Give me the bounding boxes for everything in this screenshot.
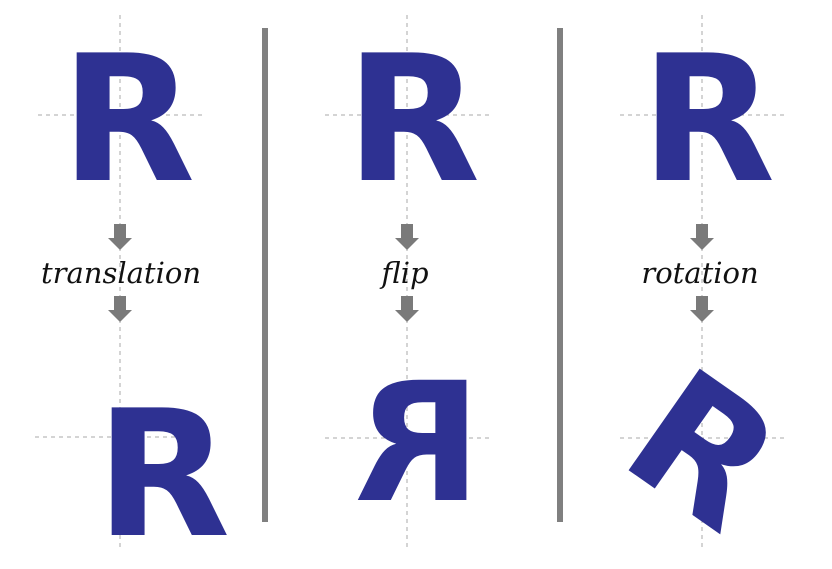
panel-rotation: R rotation R [592,15,813,569]
rotation-guides [620,15,785,548]
rotation-bottom-letter: R [592,333,813,569]
rotation-arrow-down-upper [690,224,714,250]
translation-arrow-down-lower [108,296,132,322]
rotation-label: rotation [641,256,758,290]
translation-top-letter: R [61,19,196,222]
flip-bottom-letter: R [354,347,481,539]
panel-translation: R translation R [35,15,230,569]
flip-arrow-down-upper [395,224,419,250]
rotation-top-letter: R [641,19,776,222]
flip-top-letter: R [346,19,481,222]
translation-bottom-letter: R [96,374,231,569]
translation-label: translation [41,256,201,290]
panel-flip: R flip R [325,15,490,548]
flip-guides [325,15,490,548]
translation-guides [35,15,205,548]
flip-arrow-down-lower [395,296,419,322]
flip-label: flip [379,256,428,290]
translation-arrow-down-upper [108,224,132,250]
rotation-arrow-down-lower [690,296,714,322]
